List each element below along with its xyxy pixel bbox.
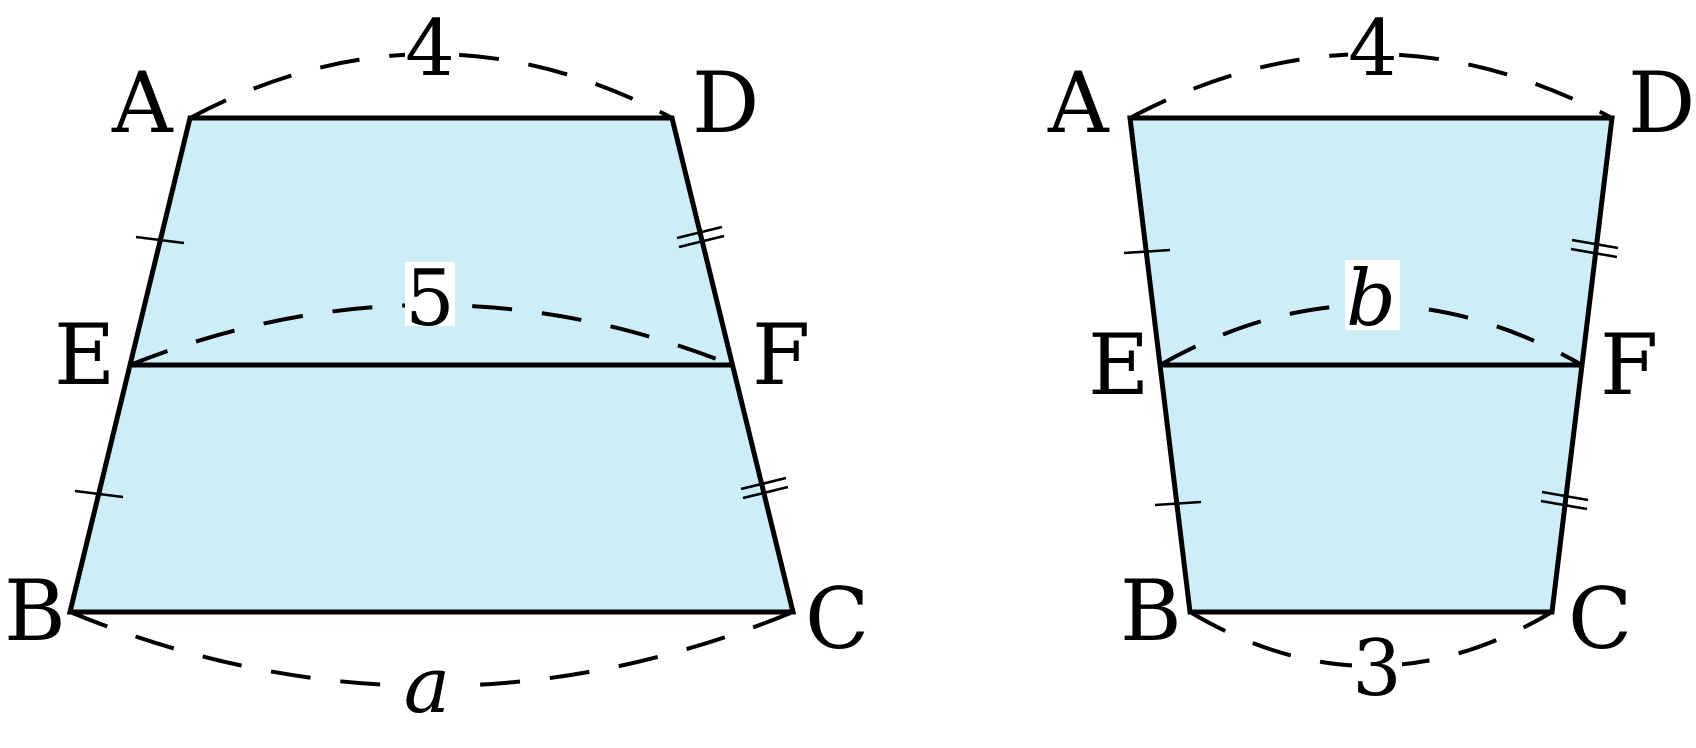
left-vertex-A: A [111,54,174,152]
left-vertex-E: E [54,306,115,404]
right-tick-AE [1123,248,1171,255]
left-double-tick-DF [676,225,725,249]
right-top-brace [1129,52,1613,120]
left-top-brace [189,52,673,120]
right-top-length: 4 [1348,4,1398,94]
right-vertex-A: A [1047,54,1110,152]
left-vertex-B: B [4,562,66,660]
right-double-tick-DF [1570,238,1619,259]
right-tick-EB [1154,500,1202,507]
left-trapezoid-figure: 4 5 a A D E F B C [4,4,869,731]
right-vertex-D: D [1628,54,1695,152]
right-vertex-F: F [1600,316,1658,414]
right-vertex-B: B [1120,562,1182,660]
left-top-length: 4 [405,4,455,94]
right-double-tick-FC [1540,490,1589,511]
left-tick-AE [135,235,185,245]
left-mid-length: 5 [405,254,455,344]
right-mid-length: b [1346,254,1396,344]
left-double-tick-FC [740,476,789,500]
right-vertex-E: E [1088,316,1149,414]
left-vertex-F: F [752,306,810,404]
left-vertex-C: C [805,570,869,668]
right-bottom-length: 3 [1352,624,1402,714]
right-trapezoid-figure: 4 b 3 A D E F B C [1047,4,1695,714]
right-vertex-C: C [1568,570,1632,668]
left-vertex-D: D [692,54,759,152]
left-tick-EB [74,489,124,499]
left-bottom-length: a [404,641,451,731]
